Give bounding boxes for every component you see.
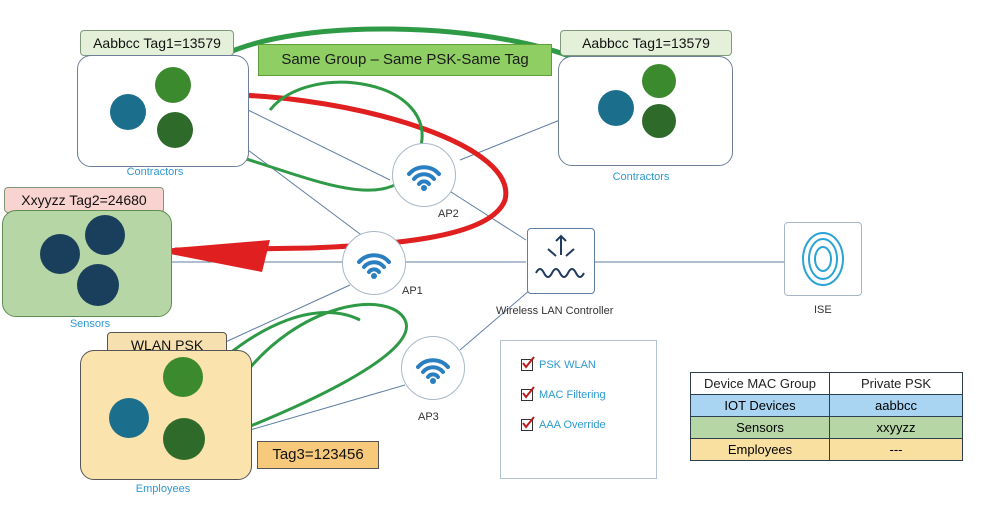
table-row: Sensors xxyyzz: [690, 416, 963, 439]
wifi-icon: [416, 358, 450, 384]
ap3-label: AP3: [418, 411, 439, 423]
contractors-right-caption: Contractors: [612, 171, 670, 183]
person-icon: [109, 398, 149, 438]
ise-label: ISE: [814, 304, 832, 316]
table-row: IOT Devices aabbcc: [690, 394, 963, 417]
ap1: [342, 231, 406, 295]
config-checklist: PSK WLAN MAC Filtering AAA Override: [500, 340, 657, 479]
ap1-label: AP1: [402, 285, 423, 297]
camera-icon: [85, 215, 125, 255]
same-group-banner: Same Group – Same PSK-Same Tag: [258, 44, 552, 76]
table-header: Device MAC Group: [690, 372, 830, 395]
table-header: Private PSK: [829, 372, 963, 395]
wifi-icon: [407, 165, 441, 191]
table-row: Employees ---: [690, 438, 963, 461]
person-icon: [155, 67, 191, 103]
person-icon: [110, 94, 146, 130]
wlc-label: Wireless LAN Controller: [496, 305, 614, 317]
psk-table: Device MAC Group Private PSK IOT Devices…: [690, 372, 963, 461]
person-icon: [642, 104, 676, 138]
ap3: [401, 336, 465, 400]
contractors-left-caption: Contractors: [126, 166, 184, 178]
checkmark-icon: [521, 416, 535, 431]
thermometer-icon: [77, 264, 119, 306]
ap2-label: AP2: [438, 208, 459, 220]
bulb-icon: [40, 234, 80, 274]
tag3-label: Tag3=123456: [257, 441, 379, 469]
wifi-icon: [357, 253, 391, 279]
ise-box: [784, 222, 862, 296]
person-icon: [598, 90, 634, 126]
checkmark-icon: [521, 386, 535, 401]
ap2: [392, 143, 456, 207]
checklist-item: PSK WLAN: [521, 356, 596, 371]
checklist-item: MAC Filtering: [521, 386, 606, 401]
employees-caption: Employees: [135, 483, 191, 495]
green-loop-bottom-2: [214, 302, 408, 442]
contractors-left-tag: Aabbcc Tag1=13579: [80, 30, 234, 56]
checkmark-icon: [521, 356, 535, 371]
checklist-item: AAA Override: [521, 416, 606, 431]
fingerprint-icon: [802, 232, 844, 286]
controller-icon: [535, 234, 585, 278]
table-header-row: Device MAC Group Private PSK: [690, 372, 963, 395]
contractors-right-tag: Aabbcc Tag1=13579: [560, 30, 732, 56]
wlc-box: [527, 228, 595, 294]
person-icon: [642, 64, 676, 98]
sensors-caption: Sensors: [69, 318, 111, 330]
person-icon: [163, 357, 203, 397]
person-icon: [163, 418, 205, 460]
person-icon: [157, 112, 193, 148]
